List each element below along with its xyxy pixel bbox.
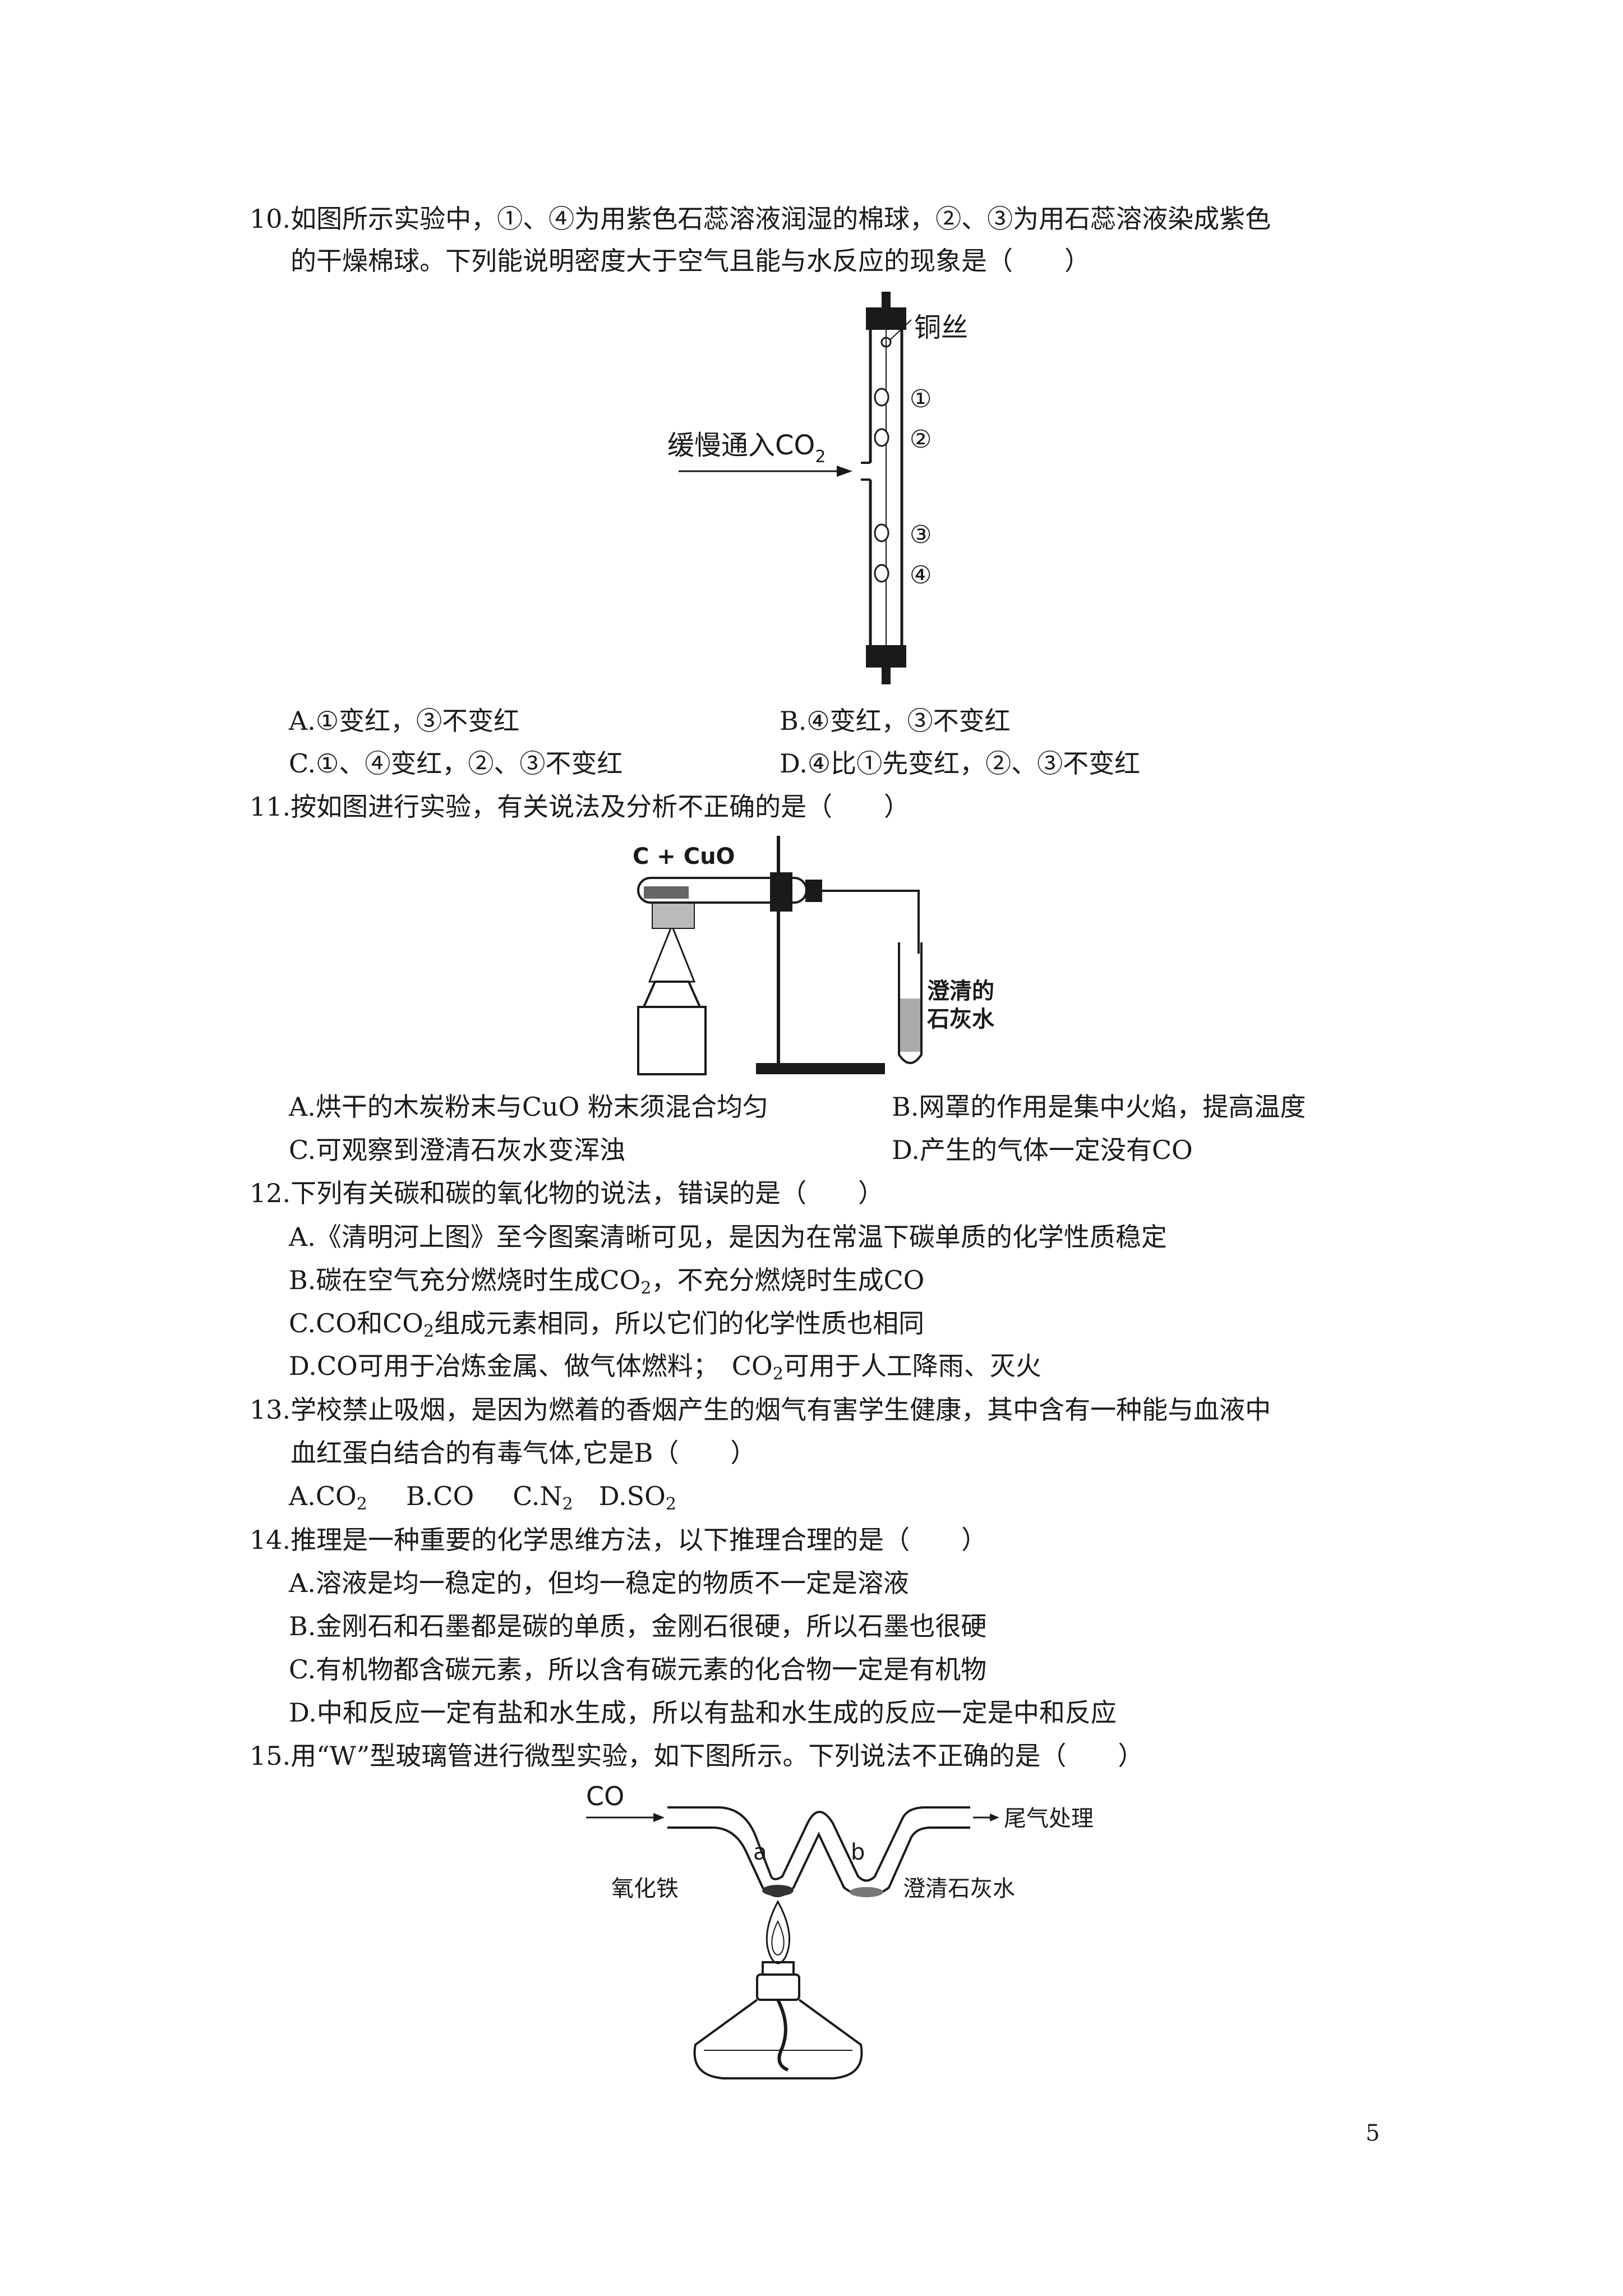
q13-option-a: A.CO2	[289, 1481, 367, 1514]
q14-option-d: D.中和反应一定有盐和水生成，所以有盐和水生成的反应一定是中和反应	[289, 1697, 1117, 1728]
q12-option-b: B.碳在空气充分燃烧时生成CO2，不充分燃烧时生成CO	[289, 1265, 925, 1298]
q10-ball-1-label: ①	[910, 385, 932, 413]
q12-option-a: A.《清明河上图》至今图案清晰可见，是因为在常温下碳单质的化学性质稳定	[289, 1222, 1167, 1252]
q10-ball-3-label: ③	[910, 521, 932, 549]
q15-label-limewater: 澄清石灰水	[903, 1876, 1015, 1902]
q10-label-wire: 铜丝	[914, 312, 968, 343]
q11-label-limewater-1: 澄清的	[927, 978, 994, 1004]
q11-option-d: D.产生的气体一定没有CO	[892, 1135, 1193, 1165]
q12-option-c: C.CO和CO2组成元素相同，所以它们的化学性质也相同	[289, 1308, 925, 1341]
q10-option-c: C.①、④变红，②、③不变红	[289, 748, 623, 779]
q14-option-b: B.金刚石和石墨都是碳的单质，金刚石很硬，所以石墨也很硬	[289, 1611, 987, 1641]
q11-option-c: C.可观察到澄清石灰水变浑浊	[289, 1135, 626, 1165]
q10-ball-4-label: ④	[910, 561, 932, 590]
q11-option-a: A.烘干的木炭粉末与CuO 粉末须混合均匀	[289, 1092, 768, 1122]
q15-w-tube-diagram: CO a b 尾气处理 氧化铁 澄清石灰水	[586, 1784, 1094, 2079]
q12-stem: 12.下列有关碳和碳的氧化物的说法，错误的是（ ）	[250, 1178, 884, 1208]
q10-option-b: B.④变红，③不变红	[780, 706, 1011, 736]
q11-carbon-reduction-diagram: C + CuO 澄清的 石灰水	[633, 836, 995, 1075]
q11-stem: 11.按如图进行实验，有关说法及分析不正确的是（ ）	[250, 792, 910, 822]
q13-option-b: B.CO	[405, 1481, 474, 1511]
q15-label-b: b	[851, 1839, 865, 1865]
page-number: 5	[1366, 2120, 1380, 2146]
q10-stem-line2: 的干燥棉球。下列能说明密度大于空气且能与水反应的现象是（ ）	[291, 246, 1090, 276]
q13-options: A.CO2 B.CO C.N2 D.SO2	[289, 1476, 676, 1516]
q14-option-a: A.溶液是均一稳定的，但均一稳定的物质不一定是溶液	[289, 1568, 909, 1598]
q13-stem-line1: 13.学校禁止吸烟，是因为燃着的香烟产生的烟气有害学生健康，其中含有一种能与血液…	[250, 1395, 1271, 1425]
q10-label-gas: 缓慢通入CO2	[667, 430, 826, 467]
q13-stem-line2: 血红蛋白结合的有毒气体,它是B（ ）	[291, 1438, 757, 1468]
q10-stem-line1: 10.如图所示实验中，①、④为用紫色石蕊溶液润湿的棉球，②、③为用石蕊溶液染成紫…	[250, 204, 1271, 234]
q12-option-d: D.CO可用于冶炼金属、做气体燃料； CO2可用于人工降雨、灭火	[289, 1351, 1041, 1384]
q10-option-d: D.④比①先变红，②、③不变红	[780, 748, 1141, 779]
q15-label-co: CO	[586, 1784, 624, 1811]
q13-option-d: D.SO2	[598, 1481, 676, 1514]
q11-label-reactants: C + CuO	[633, 844, 735, 869]
q11-label-limewater-2: 石灰水	[927, 1006, 995, 1032]
q15-label-tail-gas: 尾气处理	[1004, 1806, 1094, 1832]
q14-stem: 14.推理是一种重要的化学思维方法，以下推理合理的是（ ）	[250, 1525, 988, 1555]
q11-option-b: B.网罩的作用是集中火焰，提高温度	[892, 1092, 1306, 1122]
q15-label-a: a	[753, 1839, 767, 1865]
q10-option-a: A.①变红，③不变红	[289, 706, 520, 736]
q10-ball-2-label: ②	[910, 425, 932, 454]
q15-stem: 15.用“W”型玻璃管进行微型实验，如下图所示。下列说法不正确的是（ ）	[250, 1741, 1144, 1771]
q14-option-c: C.有机物都含碳元素，所以含有碳元素的化合物一定是有机物	[289, 1654, 987, 1685]
q15-label-iron-oxide: 氧化铁	[611, 1876, 679, 1902]
q10-co2-tube-diagram: 铜丝 缓慢通入CO2 ① ② ③ ④	[667, 292, 968, 684]
q13-option-c: C.N2	[513, 1481, 573, 1514]
